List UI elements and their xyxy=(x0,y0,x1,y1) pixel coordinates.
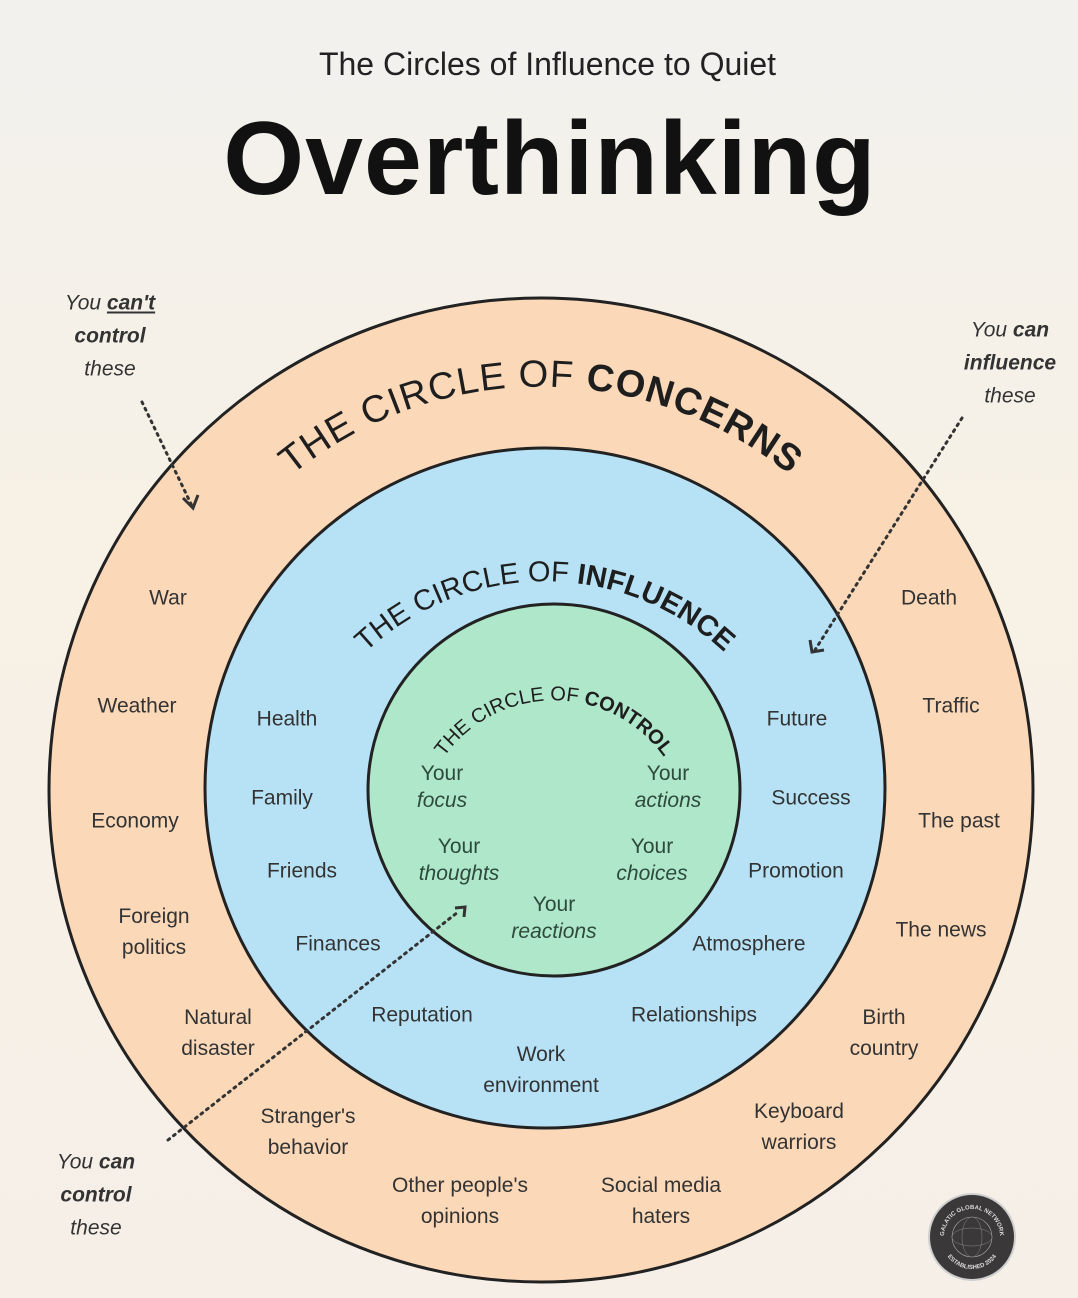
concern-item: The news xyxy=(895,918,987,942)
influence-item: Finances xyxy=(295,932,381,956)
note-can-control: You can control these xyxy=(56,1150,136,1240)
concern-item: Stranger's behavior xyxy=(260,1105,356,1159)
arrowhead-icon xyxy=(454,905,467,918)
concern-item: Birth country xyxy=(849,1006,919,1060)
circle-of-control xyxy=(366,602,742,978)
arrowhead-icon xyxy=(808,639,825,654)
concern-item: Other people's opinions xyxy=(392,1174,528,1228)
influence-item: Family xyxy=(251,786,313,810)
arrow-cant-control xyxy=(140,400,194,508)
svg-text:ESTABLISHED 2024: ESTABLISHED 2024 xyxy=(946,1253,999,1271)
concern-item: Natural disaster xyxy=(181,1006,255,1060)
concern-item: War xyxy=(149,586,187,610)
arrowhead-icon xyxy=(181,494,200,511)
influence-item: Work environment xyxy=(483,1043,599,1097)
influence-item: Reputation xyxy=(371,1003,473,1027)
concern-item: Economy xyxy=(91,809,179,833)
concern-item: Death xyxy=(900,586,958,610)
influence-item: Friends xyxy=(266,859,338,883)
note-can-influence: You can influence these xyxy=(963,318,1057,408)
concern-item: Keyboard warriors xyxy=(754,1100,844,1154)
concern-item: The past xyxy=(918,809,1000,833)
concern-item: Foreign politics xyxy=(118,905,190,959)
concern-item: Weather xyxy=(97,694,177,718)
subtitle: The Circles of Influence to Quiet xyxy=(318,46,777,82)
concern-item: Traffic xyxy=(922,694,980,718)
arrow-can-control xyxy=(166,910,460,1142)
concern-item: Social media haters xyxy=(600,1174,722,1228)
influence-item: Relationships xyxy=(630,1003,758,1027)
note-cant-control: You can't control these xyxy=(64,291,156,381)
influence-item: Future xyxy=(766,707,828,731)
influence-item: Promotion xyxy=(748,859,844,883)
network-badge-logo: GALATIC GLOBAL NETWORK ESTABLISHED 2024 xyxy=(928,1193,1016,1281)
influence-item: Success xyxy=(771,786,851,810)
svg-text:GALATIC GLOBAL NETWORK: GALATIC GLOBAL NETWORK xyxy=(940,1205,1004,1237)
influence-item: Atmosphere xyxy=(692,932,806,956)
influence-item: Health xyxy=(256,707,318,731)
page-title: Overthinking xyxy=(223,101,877,217)
